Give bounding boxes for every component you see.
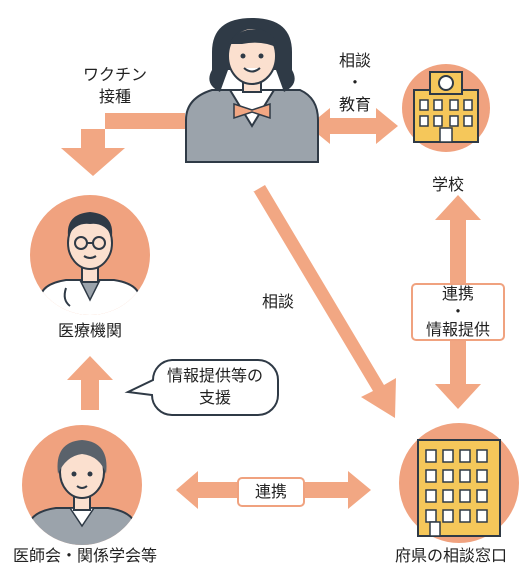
info-support-line2: 支援 bbox=[198, 388, 231, 407]
consult-education-label: 相談 ・ 教育 bbox=[325, 50, 385, 116]
info-support-line1: 情報提供等の bbox=[166, 366, 263, 385]
arrow-association-medical bbox=[67, 356, 113, 410]
vaccination-label: ワクチン 接種 bbox=[80, 64, 150, 108]
speech-bubble bbox=[124, 359, 279, 416]
association-person-icon bbox=[22, 425, 142, 545]
consult-education-dot: ・ bbox=[346, 73, 363, 92]
coordination-label: 連携 bbox=[237, 477, 305, 507]
arrow-vaccination bbox=[61, 113, 185, 176]
doctor-icon bbox=[30, 195, 150, 315]
vaccination-label-line2: 接種 bbox=[98, 87, 131, 106]
consult-label: 相談 bbox=[261, 292, 294, 311]
info-support-label: 情報提供等の 支援 bbox=[152, 365, 278, 409]
coordination-info-line2: 情報提供 bbox=[425, 320, 490, 339]
prefecture-label: 府県の相談窓口 bbox=[394, 546, 507, 565]
medical-label: 医療機関 bbox=[57, 321, 122, 340]
arrow-consult-education bbox=[308, 108, 398, 144]
consult-education-line2: 教育 bbox=[338, 95, 371, 114]
coordination-info-dot: ・ bbox=[449, 302, 466, 321]
teacher-icon bbox=[185, 18, 319, 163]
school-label: 学校 bbox=[431, 175, 464, 194]
coordination-info-label: 連携 ・ 情報提供 bbox=[411, 283, 505, 341]
arrow-consult bbox=[253, 185, 396, 418]
vaccination-label-line1: ワクチン bbox=[82, 65, 147, 84]
association-label: 医師会・関係学会等 bbox=[12, 546, 157, 565]
coordination-info-line1: 連携 bbox=[441, 284, 474, 303]
consult-education-line1: 相談 bbox=[338, 51, 371, 70]
prefecture-building-icon bbox=[399, 423, 519, 543]
school-icon bbox=[402, 64, 490, 152]
